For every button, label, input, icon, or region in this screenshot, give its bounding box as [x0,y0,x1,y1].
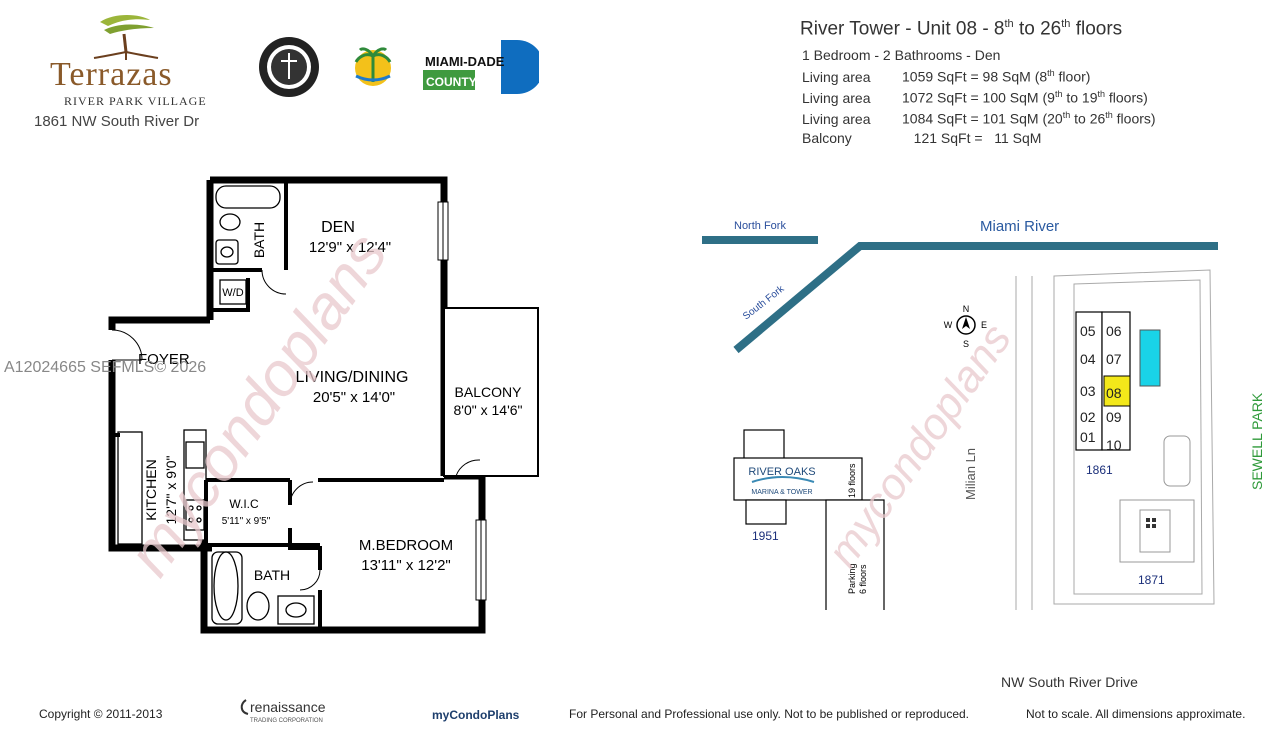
city-seal-icon [259,37,319,97]
balcony-dims: 8'0" x 14'6" [454,402,523,418]
unit-number: 02 [1080,409,1096,425]
miami-river-label: Miami River [980,218,1059,235]
master-bedroom-label: M.BEDROOM [359,537,453,554]
unit-08-highlight [1103,375,1131,407]
unit-number: 05 [1080,323,1096,339]
brand-watermark: mycondoplans [830,315,1021,576]
master-bedroom-dims: 13'11" x 12'2" [361,557,451,574]
miami-dade-text: MIAMI-DADE [425,54,505,69]
site-plan: North Fork Miami River South Fork N S E … [702,218,1265,610]
milian-lane-label: Milian Ln [963,448,978,500]
balcony-row: Balcony 121 SqFt = 11 SqM [802,130,1042,146]
kitchen-dims: 12'7" x 9'0" [163,455,179,524]
terrazas-logo: Terrazas [50,56,173,93]
street-label: NW South River Drive [1001,674,1138,690]
usage-note: For Personal and Professional use only. … [569,707,970,721]
renaissance-logo: renaissance TRADING CORPORATION [240,699,326,724]
county-text: COUNTY [426,75,477,89]
compass-w: W [944,320,953,330]
sewell-park-label: SEWELL PARK [1249,392,1265,490]
compass-s: S [963,339,969,349]
scale-note: Not to scale. All dimensions approximate… [1026,707,1246,721]
unit-number: 04 [1080,351,1096,367]
brand-watermark-text: mycondoplans [120,221,401,588]
mycondoplans-logo: myCondoPlans [432,708,520,722]
kitchen-label: KITCHEN [143,459,159,520]
unit-number: 08 [1106,385,1122,401]
living-dining-label: LIVING/DINING [296,369,409,386]
unit-number: 10 [1106,437,1122,453]
building-1951-label: 1951 [752,529,779,543]
floor-plan: DEN 12'9" x 12'4" LIVING/DINING 20'5" x … [108,176,539,634]
foyer-label: FOYER [138,351,190,368]
river-oaks-logo: RIVER OAKS [748,466,815,478]
building-1871-label: 1871 [1138,573,1165,587]
compass-icon [956,315,976,335]
mls-watermark: A12024665 SEFMLS© 2026 [4,359,207,376]
compass-e: E [981,320,987,330]
unit-summary: 1 Bedroom - 2 Bathrooms - Den [802,47,1001,63]
brand-watermark: mycondoplans [120,221,401,588]
den-dims: 12'9" x 12'4" [309,239,391,256]
address: 1861 NW South River Dr [34,113,200,130]
north-fork-label: North Fork [734,220,786,232]
unit-number: 06 [1106,323,1122,339]
floors-19-label: 19 floors [847,463,857,498]
unit-title: River Tower - Unit 08 - 8th to 26th floo… [800,18,1123,40]
brand-watermark-text: mycondoplans [830,315,1021,576]
wave-icon [751,476,815,483]
renaissance-subtitle: TRADING CORPORATION [250,718,323,724]
renaissance-name: renaissance [250,699,326,715]
logo-subtitle: RIVER PARK VILLAGE [64,94,207,108]
living-dining-dims: 20'5" x 14'0" [313,389,395,406]
balcony-label: BALCONY [455,384,523,400]
copyright: Copyright © 2011-2013 [39,707,163,721]
bath-label: BATH [254,567,290,583]
washer-dryer-label: W/D [222,287,243,299]
unit-number: 03 [1080,383,1096,399]
building-1861-label: 1861 [1086,463,1113,477]
wic-label: W.I.C [229,497,259,511]
miami-dade-logo-icon: MIAMI-DADE COUNTY [423,40,539,94]
wic-dims: 5'11" x 9'5" [222,516,271,527]
renaissance-icon [240,699,249,715]
bath-label: BATH [251,222,267,258]
unit-number: 09 [1106,409,1122,425]
pool [1139,329,1161,387]
parking-label: Parking [847,563,857,594]
unit-number: 07 [1106,351,1122,367]
little-havana-logo-icon [354,47,392,86]
river-oaks-subtitle: MARINA & TOWER [751,489,812,496]
compass-n: N [963,304,970,314]
den-label: DEN [321,219,355,236]
parking-floors-label: 6 floors [858,564,868,594]
unit-number: 01 [1080,429,1096,445]
tree-logo-icon [93,15,159,60]
